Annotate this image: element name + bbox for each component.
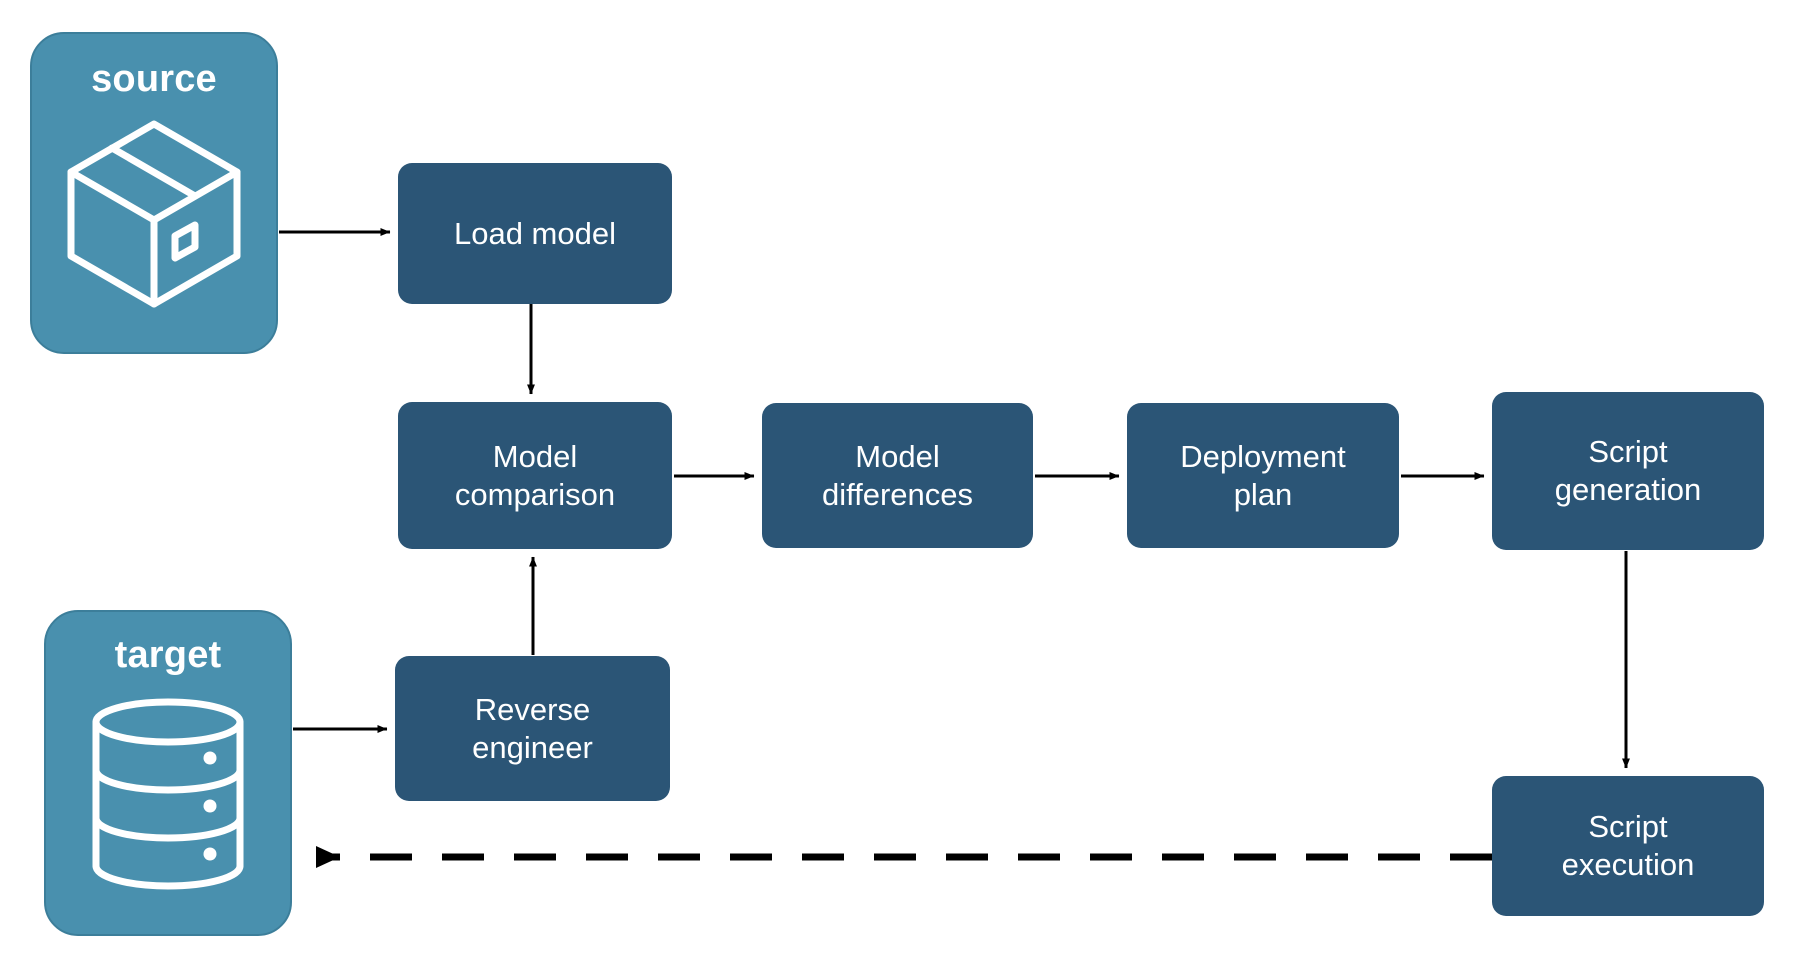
node-script-execution-line-2: execution — [1561, 847, 1695, 882]
package-box-icon — [65, 118, 243, 315]
node-reverse-engineer[interactable]: Reverse engineer — [395, 656, 670, 801]
node-script-execution-line-1: Script — [1588, 809, 1668, 845]
node-reverse-engineer-line-2: engineer — [472, 729, 593, 765]
node-model-comparison[interactable]: Model comparison — [398, 402, 672, 549]
database-cylinder-icon — [90, 696, 246, 897]
endpoint-target[interactable]: target — [44, 610, 292, 936]
node-deployment-plan-line-1: Deployment — [1180, 438, 1346, 474]
node-model-differences-line-2: differences — [821, 476, 974, 512]
node-model-differences-line-1: Model — [855, 438, 940, 474]
endpoint-source-label: source — [91, 58, 217, 100]
node-script-generation-line-2: generation — [1554, 472, 1702, 507]
endpoint-source[interactable]: source — [30, 32, 278, 354]
node-script-generation[interactable]: Script generation — [1492, 392, 1764, 550]
node-model-comparison-line-2: comparison — [454, 476, 616, 512]
endpoint-target-label: target — [114, 634, 222, 676]
node-deployment-plan-line-2: plan — [1233, 476, 1293, 512]
node-model-differences[interactable]: Model differences — [762, 403, 1033, 548]
node-script-execution[interactable]: Script execution — [1492, 776, 1764, 916]
node-script-generation-line-1: Script — [1588, 434, 1668, 470]
node-load-model[interactable]: Load model — [398, 163, 672, 304]
node-deployment-plan[interactable]: Deployment plan — [1127, 403, 1399, 548]
node-model-comparison-line-1: Model — [492, 438, 578, 474]
node-load-model-line-1: Load model — [453, 215, 616, 251]
node-reverse-engineer-line-1: Reverse — [474, 691, 591, 727]
